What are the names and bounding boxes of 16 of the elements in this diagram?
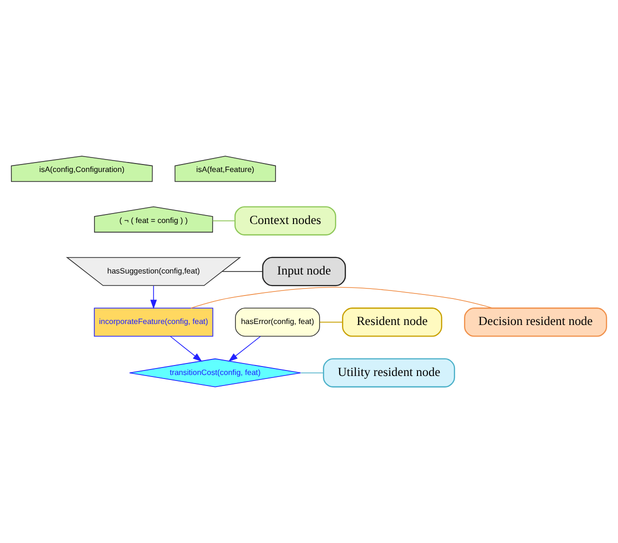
connector [319, 322, 343, 323]
connector [212, 220, 236, 222]
node-box: incorporateFeature(config, feat) [94, 308, 214, 337]
node-diamond: transitionCost(config, feat) [129, 358, 302, 388]
node-box: Utility resident node [322, 358, 456, 388]
connector [222, 271, 263, 272]
arrow [170, 336, 202, 362]
connector [190, 286, 494, 308]
node-box: Resident node [342, 308, 442, 337]
arrow [150, 285, 157, 310]
arrow [228, 336, 261, 362]
node-box: hasError(config, feat) [235, 308, 320, 337]
node-box: Input node [262, 256, 346, 286]
node-box: Context nodes [234, 206, 336, 236]
node-box: Decision resident node [464, 308, 608, 337]
connector [300, 372, 324, 374]
